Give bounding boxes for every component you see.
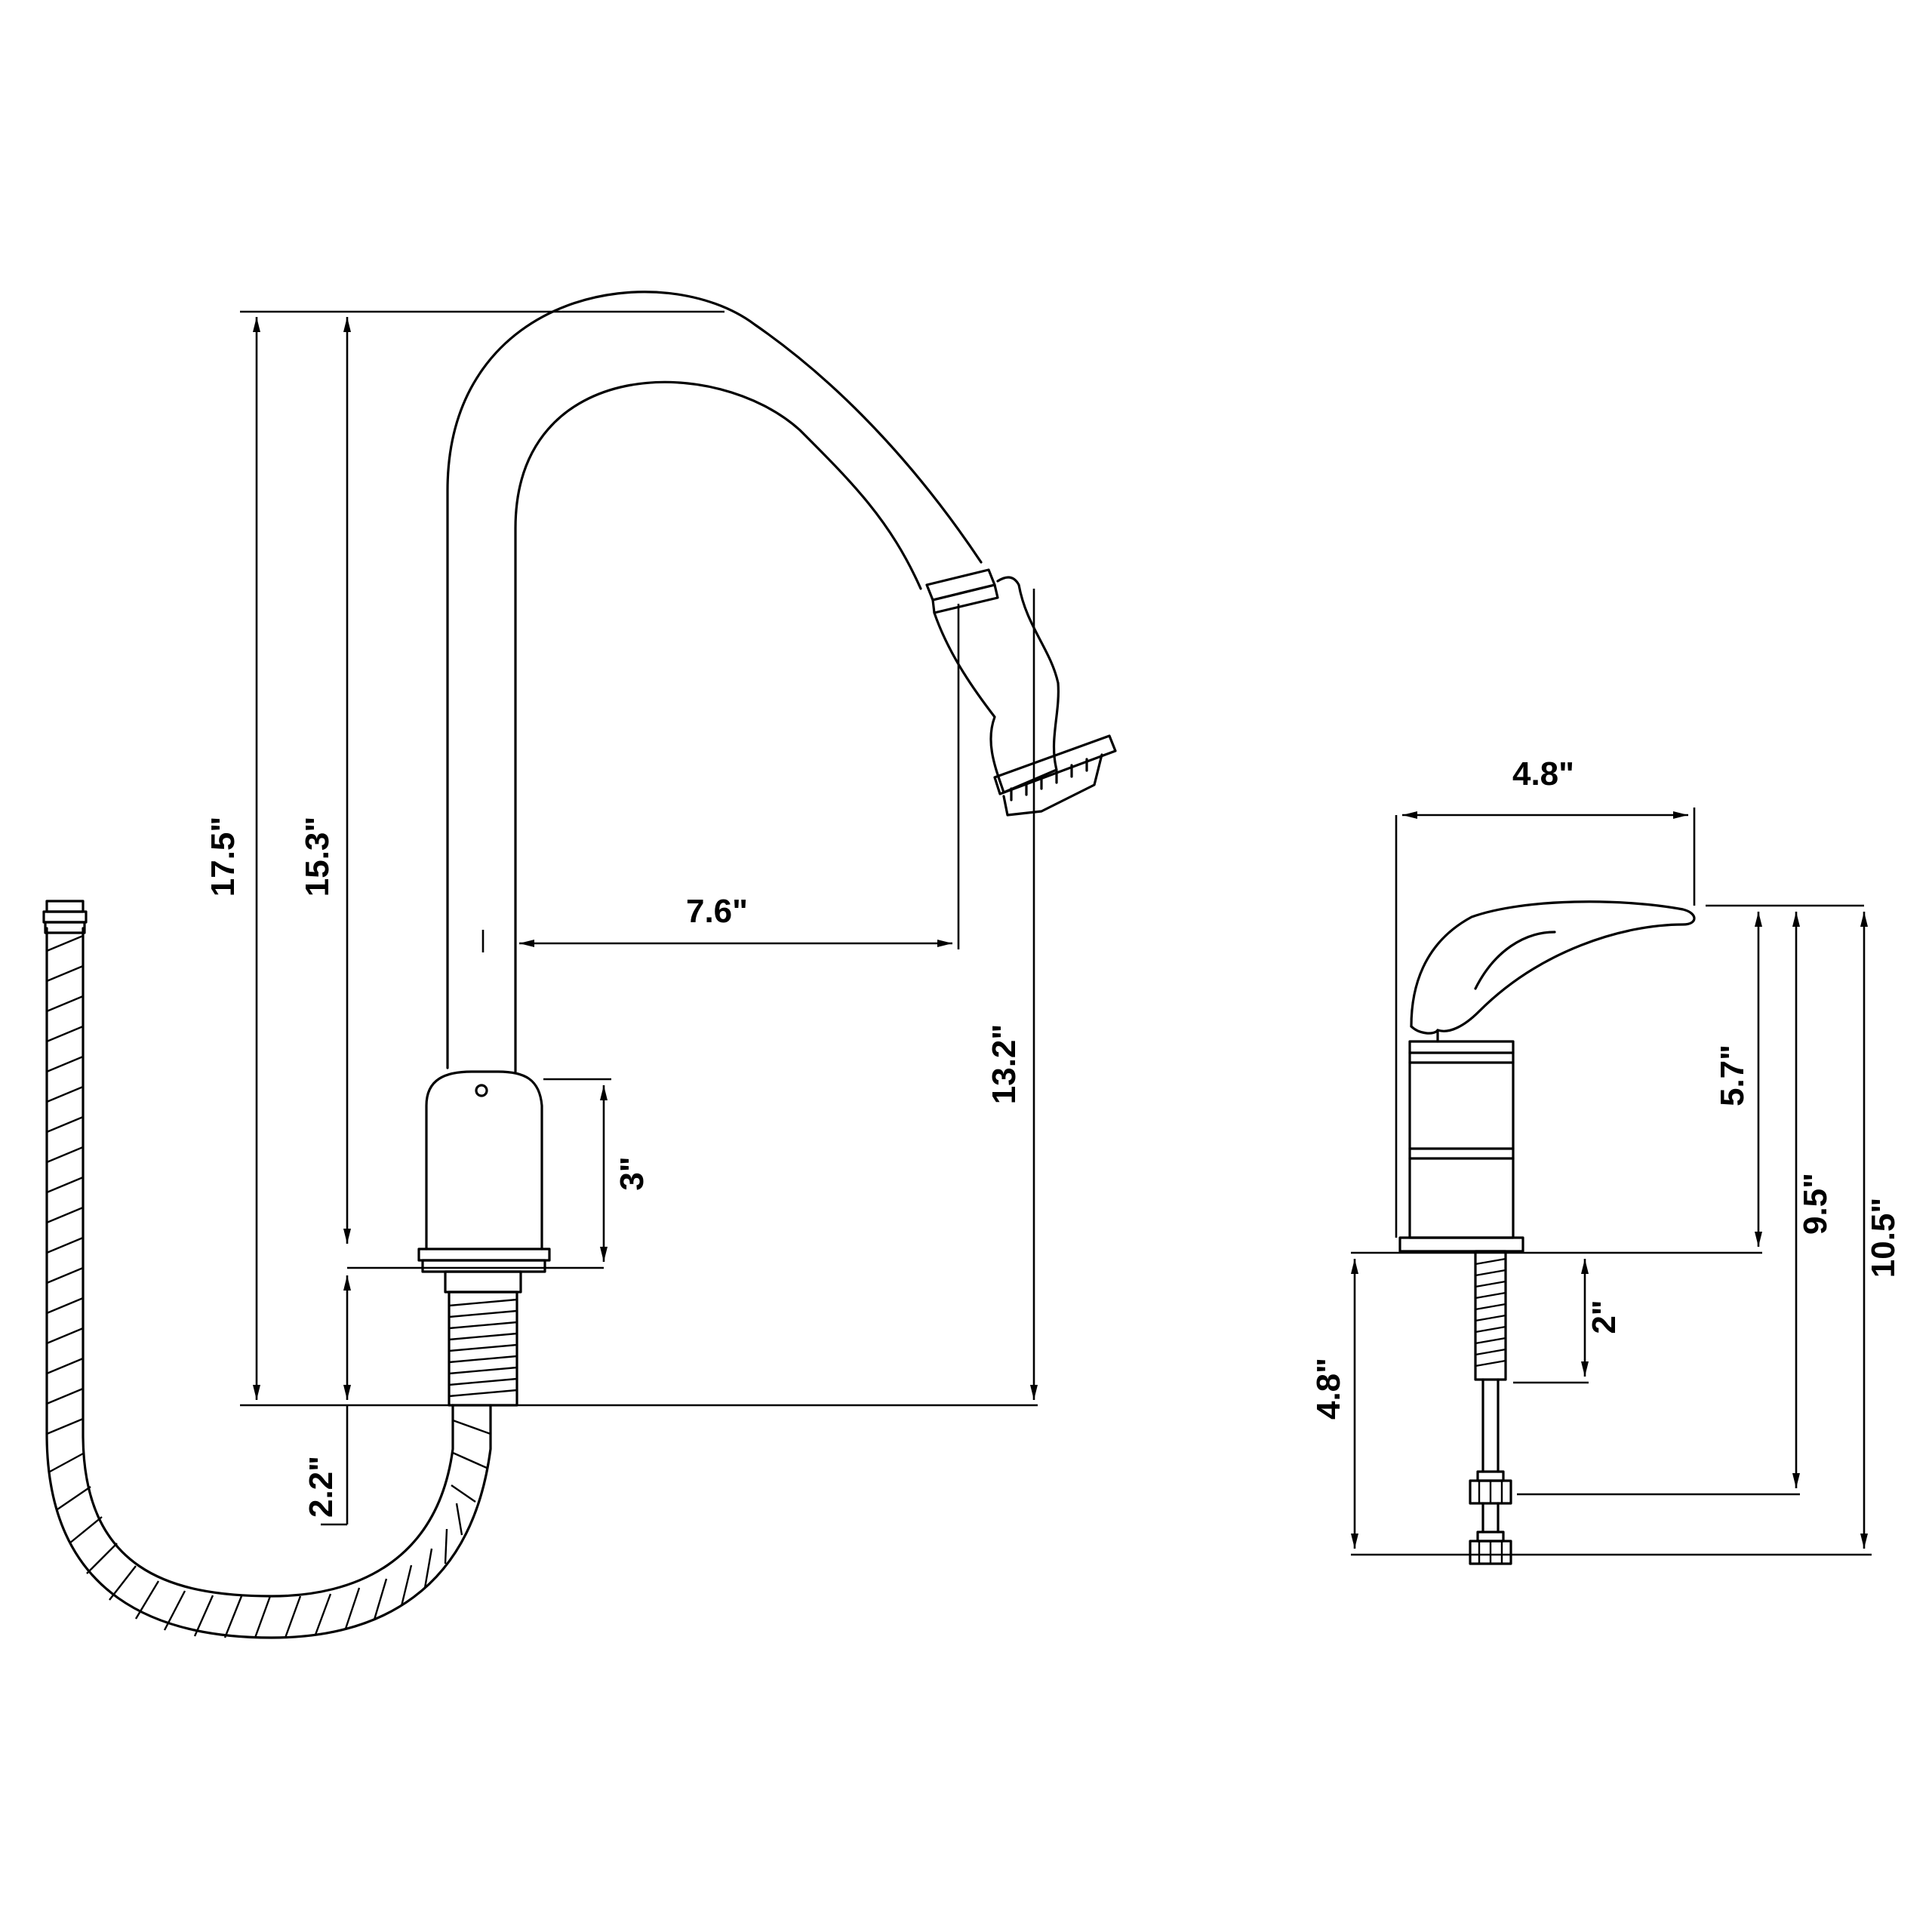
spout-inner-edge (514, 380, 922, 1073)
dim-side-overall-height: 10.5" (1865, 1198, 1902, 1278)
spray-head (925, 568, 1117, 817)
set-screw-icon (475, 1084, 488, 1097)
dim-shank-length: 2.2" (303, 1456, 340, 1518)
side-view: 4.8" 5.7" 9.5" 10.5" 2" 4.8" (1310, 755, 1902, 1565)
side-body (1398, 1040, 1524, 1253)
dim-spout-height: 15.3" (299, 817, 336, 897)
spout-outer-edge (446, 291, 983, 1069)
dim-handle-width: 4.8" (1512, 755, 1574, 792)
front-view: 17.5" 15.3" 2.2" 7.6" 13.2" 3" (42, 291, 1117, 1639)
dim-spout-reach: 7.6" (686, 893, 748, 930)
supply-nuts (1469, 1470, 1512, 1565)
dim-side-supply-height: 9.5" (1797, 1173, 1834, 1235)
dim-aerator-height: 13.2" (986, 1024, 1023, 1105)
dim-handle-height: 5.7" (1714, 1044, 1751, 1106)
supply-hose (42, 900, 492, 1639)
faucet-base (417, 1070, 551, 1294)
lever-handle (1410, 900, 1696, 1043)
dim-side-shank-length: 2" (1586, 1300, 1623, 1334)
dim-side-below-deck: 4.8" (1310, 1358, 1347, 1420)
dim-overall-height: 17.5" (205, 817, 242, 897)
dim-base-height: 3" (614, 1156, 651, 1190)
threaded-shank (448, 1291, 518, 1407)
side-shank (1474, 1250, 1507, 1473)
